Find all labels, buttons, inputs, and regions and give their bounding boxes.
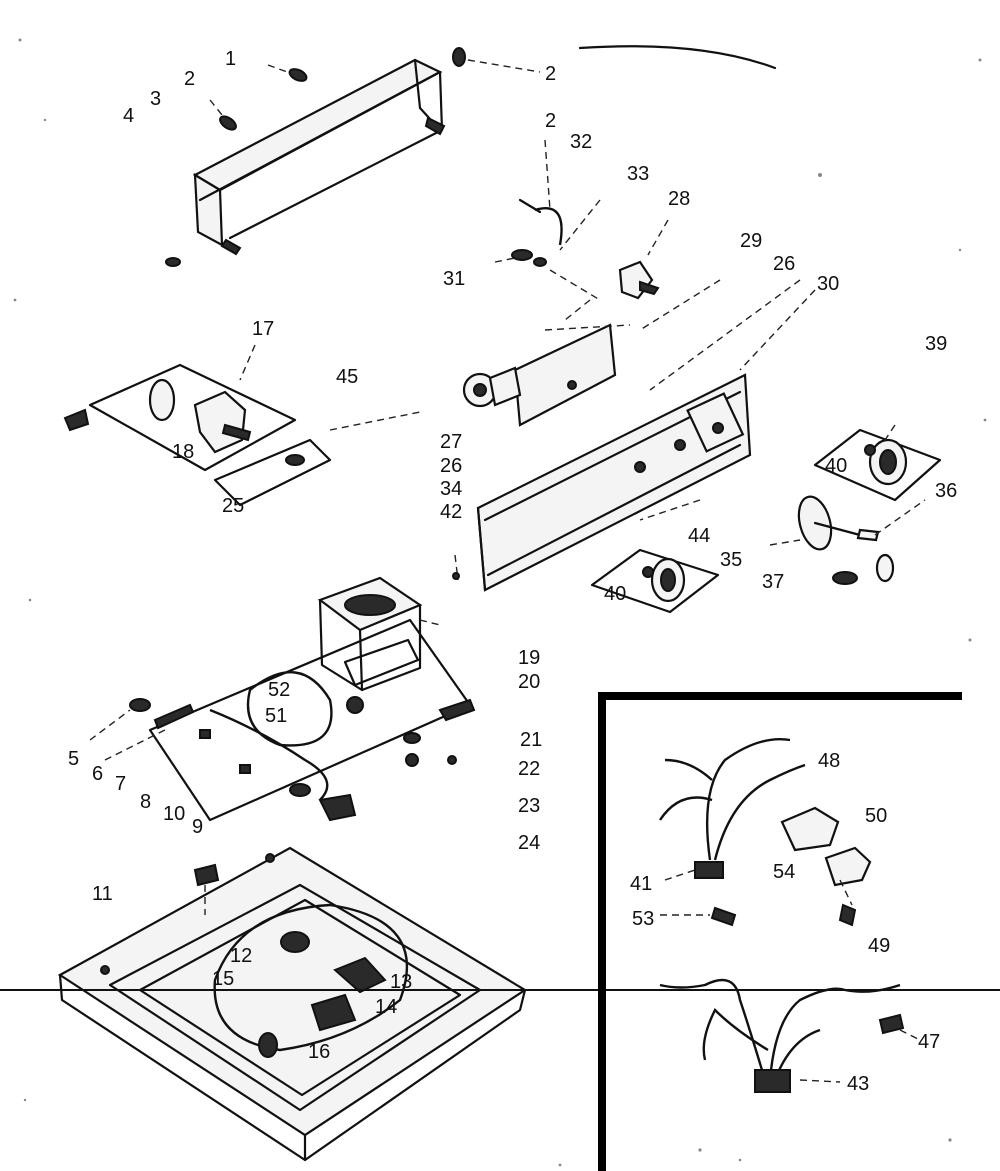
label-28: 28 [668, 188, 690, 210]
label-26: 26 [440, 455, 462, 477]
label-54: 54 [773, 861, 795, 883]
label-44: 44 [688, 525, 710, 547]
label-31: 31 [443, 268, 465, 290]
frame-top [148, 576, 472, 822]
label-48: 48 [818, 750, 840, 772]
dial-skirt [797, 495, 880, 551]
label-6: 6 [92, 763, 103, 785]
label-47: 47 [918, 1031, 940, 1053]
label-42: 42 [440, 501, 462, 523]
top-arc [578, 45, 777, 70]
label-52: 52 [268, 679, 290, 701]
small-parts-5-10 [129, 698, 357, 822]
control-panel [476, 373, 752, 592]
label-11: 11 [92, 883, 113, 905]
label-29: 29 [740, 230, 762, 252]
label-40: 40 [604, 583, 626, 605]
label-33: 33 [627, 163, 649, 185]
label-41: 41 [630, 873, 652, 895]
label-27: 27 [440, 431, 462, 453]
base-pan [57, 846, 528, 1162]
label-16: 16 [308, 1041, 330, 1063]
label-2: 2 [545, 63, 556, 85]
label-43: 43 [847, 1073, 869, 1095]
label-23: 23 [518, 795, 540, 817]
label-2: 2 [545, 110, 556, 132]
label-19: 19 [518, 647, 540, 669]
label-45: 45 [336, 366, 358, 388]
knob-40-group [590, 548, 720, 614]
part-labels: 1 2 2 2 3 4 5 6 7 8 9 10 11 12 13 14 15 … [68, 48, 957, 1095]
console-cover [192, 58, 446, 256]
bracket-plate [513, 323, 617, 427]
label-25: 25 [222, 495, 244, 517]
wire-harness-51-52 [209, 671, 333, 801]
label-14: 14 [375, 996, 397, 1018]
label-5: 5 [68, 748, 79, 770]
inset-frame [598, 692, 962, 1171]
label-8: 8 [140, 791, 151, 813]
switch-block [618, 260, 660, 300]
label-3: 3 [150, 88, 161, 110]
label-17: 17 [252, 318, 274, 340]
label-49: 49 [868, 935, 890, 957]
motor-sub-assembly [63, 363, 297, 472]
label-7: 7 [115, 773, 126, 795]
label-51: 51 [265, 705, 287, 727]
label-36: 36 [935, 480, 957, 502]
label-15: 15 [212, 968, 234, 990]
label-12: 12 [230, 945, 252, 967]
cover-screws [165, 47, 466, 267]
motor-bracket-25 [213, 438, 332, 507]
small-parts-19-24 [346, 696, 476, 767]
label-40: 40 [825, 455, 847, 477]
label-18: 18 [172, 441, 194, 463]
label-21: 21 [520, 729, 542, 751]
label-2: 2 [184, 68, 195, 90]
label-13: 13 [390, 971, 412, 993]
label-1: 1 [225, 48, 236, 70]
label-10: 10 [163, 803, 185, 825]
label-53: 53 [632, 908, 654, 930]
knob-37 [832, 553, 895, 585]
timer-spring-assembly [511, 198, 563, 267]
label-22: 22 [518, 758, 540, 780]
label-30: 30 [817, 273, 839, 295]
wiring-harness [659, 738, 905, 1093]
label-24: 24 [518, 832, 540, 854]
label-34: 34 [440, 478, 462, 500]
label-39: 39 [925, 333, 947, 355]
scan-noise [13, 38, 987, 1167]
label-20: 20 [518, 671, 540, 693]
label-26: 26 [773, 253, 795, 275]
label-37: 37 [762, 571, 784, 593]
timer-motor [462, 366, 522, 408]
label-35: 35 [720, 549, 742, 571]
label-50: 50 [865, 805, 887, 827]
label-4: 4 [123, 105, 134, 127]
knob-39-group [813, 428, 942, 502]
label-9: 9 [192, 816, 203, 838]
label-32: 32 [570, 131, 592, 153]
